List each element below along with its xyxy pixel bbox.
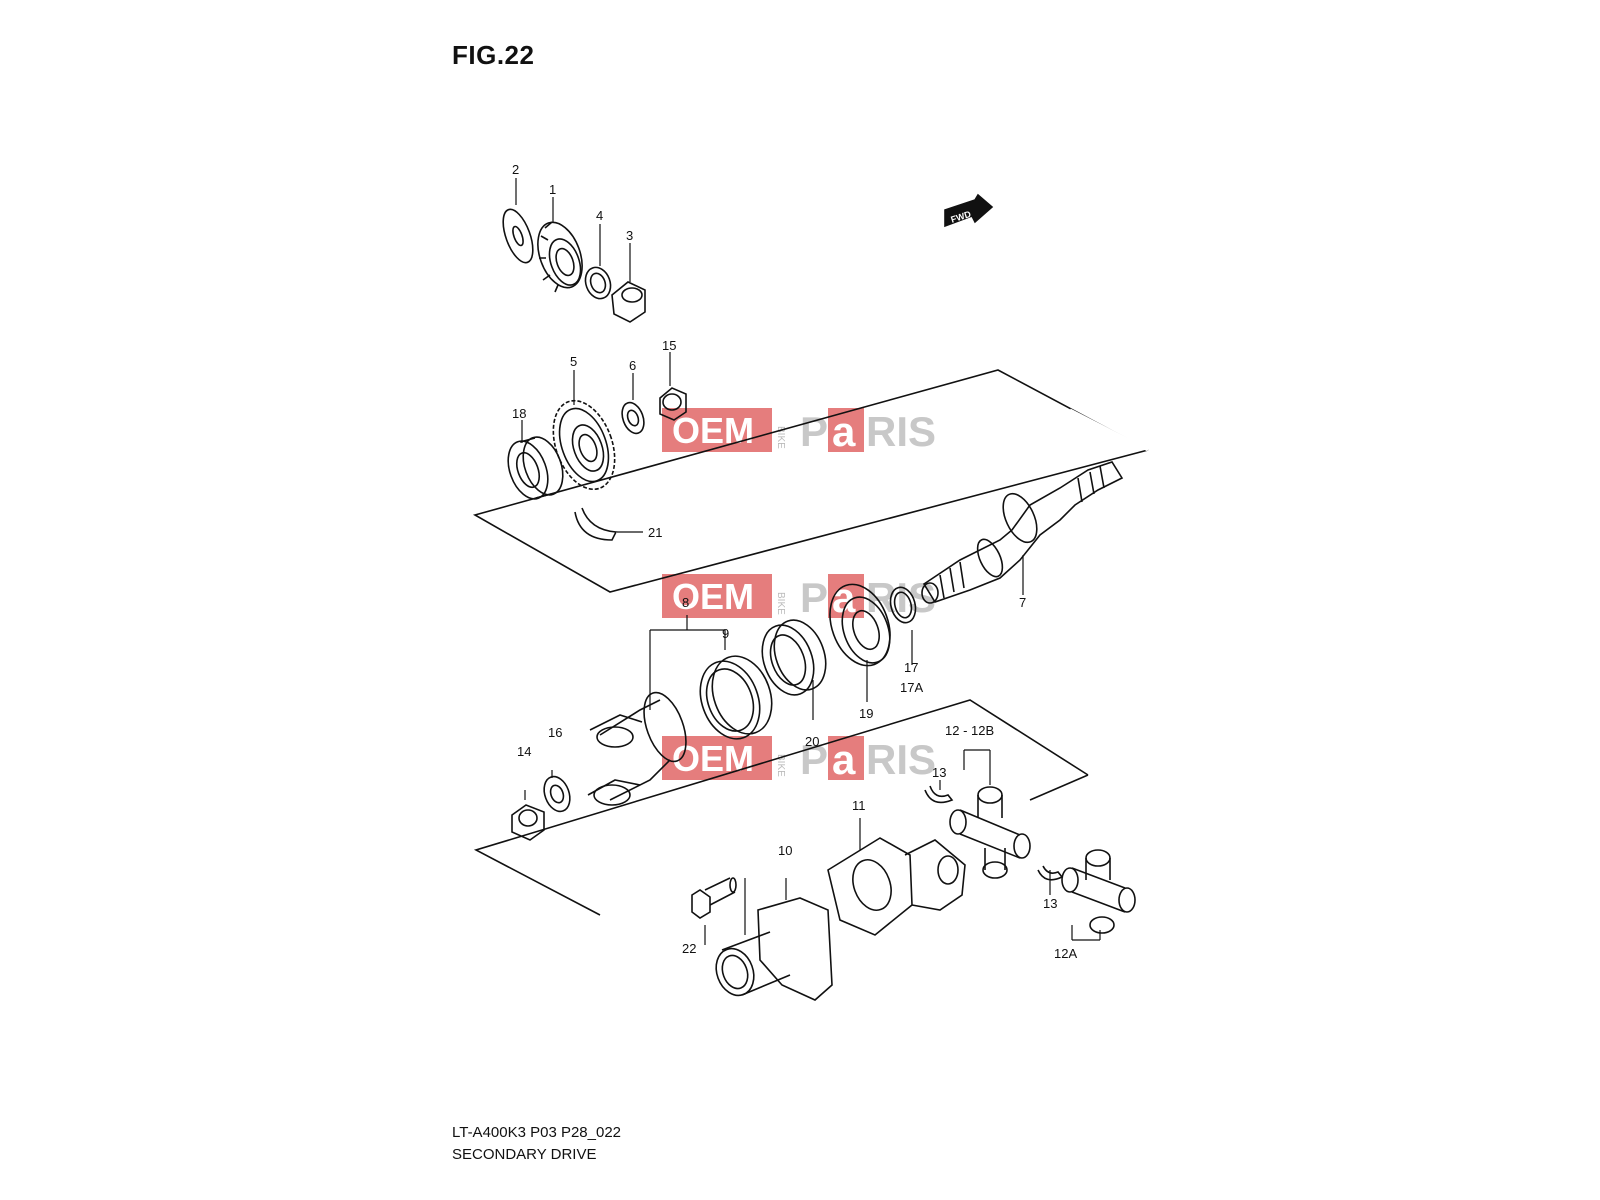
label-part-12a: 12A xyxy=(1054,946,1077,961)
assembly-outline-upper xyxy=(472,369,1149,593)
svg-text:a: a xyxy=(832,736,856,783)
flange-shaft-part-10 xyxy=(715,897,833,1001)
leader-lines xyxy=(515,178,1101,945)
seal-part-20 xyxy=(761,619,827,696)
svg-text:OEM: OEM xyxy=(672,410,754,451)
washer-part-4 xyxy=(584,266,612,300)
nut-part-3 xyxy=(611,281,646,323)
label-part-16: 16 xyxy=(548,725,562,740)
washer-part-6 xyxy=(621,401,645,435)
svg-text:RIS: RIS xyxy=(866,574,936,621)
label-part-8: 8 xyxy=(682,595,689,610)
label-part-13-upper: 13 xyxy=(932,765,946,780)
svg-text:BIKE: BIKE xyxy=(775,754,786,777)
label-part-17a: 17A xyxy=(900,680,923,695)
part-labels: 2 1 4 3 15 5 6 18 21 7 8 9 17 17A 19 20 … xyxy=(512,162,1077,961)
label-part-9: 9 xyxy=(722,626,729,641)
washer-part-16 xyxy=(543,775,571,813)
svg-text:RIS: RIS xyxy=(866,736,936,783)
circlip-part-13-upper xyxy=(924,785,954,804)
nut-part-15 xyxy=(659,387,687,421)
boot-part-9 xyxy=(699,655,773,740)
label-part-17: 17 xyxy=(904,660,918,675)
svg-text:BIKE: BIKE xyxy=(775,426,786,449)
bearing-part-19 xyxy=(829,583,891,667)
universal-joint-part-12 xyxy=(949,786,1031,879)
bearing-part-18 xyxy=(507,436,564,500)
label-part-18: 18 xyxy=(512,406,526,421)
label-part-21: 21 xyxy=(648,525,662,540)
assembly-outline-lower xyxy=(473,699,1089,916)
label-part-20: 20 xyxy=(805,734,819,749)
circlip-part-13-lower xyxy=(1037,865,1064,881)
label-part-12: 12 - 12B xyxy=(945,723,994,738)
footer-caption: SECONDARY DRIVE xyxy=(452,1146,597,1163)
fwd-arrow-icon: FWD xyxy=(944,193,994,228)
svg-text:P: P xyxy=(800,574,828,621)
label-part-13-lower: 13 xyxy=(1043,896,1057,911)
svg-text:P: P xyxy=(800,408,828,455)
svg-text:a: a xyxy=(832,408,856,455)
label-part-15: 15 xyxy=(662,338,676,353)
label-part-7: 7 xyxy=(1019,595,1026,610)
label-part-2: 2 xyxy=(512,162,519,177)
label-part-10: 10 xyxy=(778,843,792,858)
washer-part-2 xyxy=(502,208,534,264)
svg-text:OEM: OEM xyxy=(672,576,754,617)
yoke-part-8 xyxy=(587,691,687,806)
label-part-19: 19 xyxy=(859,706,873,721)
figure-title: FIG.22 xyxy=(452,40,535,70)
nut-part-14 xyxy=(511,804,545,841)
universal-joint-part-12a xyxy=(1061,849,1136,934)
footer-code: LT-A400K3 P03 P28_022 xyxy=(452,1124,622,1141)
svg-text:OEM: OEM xyxy=(672,738,754,779)
svg-text:a: a xyxy=(832,574,856,621)
watermark-1: OEM BIKE P a RIS xyxy=(662,408,936,455)
svg-text:RIS: RIS xyxy=(866,408,936,455)
flange-part-11 xyxy=(827,837,966,936)
circlip-part-21 xyxy=(574,507,618,541)
label-part-11: 11 xyxy=(852,798,866,813)
label-part-22: 22 xyxy=(682,941,696,956)
watermark-3: OEM BIKE P a RIS xyxy=(662,736,936,783)
svg-text:BIKE: BIKE xyxy=(775,592,786,615)
drive-shaft-part-7 xyxy=(921,461,1124,604)
bevel-gear-part-1 xyxy=(537,221,583,293)
label-part-6: 6 xyxy=(629,358,636,373)
watermark-2: OEM BIKE P a RIS xyxy=(662,574,936,621)
label-part-4: 4 xyxy=(596,208,603,223)
label-part-5: 5 xyxy=(570,354,577,369)
label-part-1: 1 xyxy=(549,182,556,197)
label-part-14: 14 xyxy=(517,744,531,759)
o-ring-part-17 xyxy=(889,586,917,624)
gear-part-5 xyxy=(552,399,616,491)
bolt-part-22 xyxy=(691,877,737,919)
label-part-3: 3 xyxy=(626,228,633,243)
